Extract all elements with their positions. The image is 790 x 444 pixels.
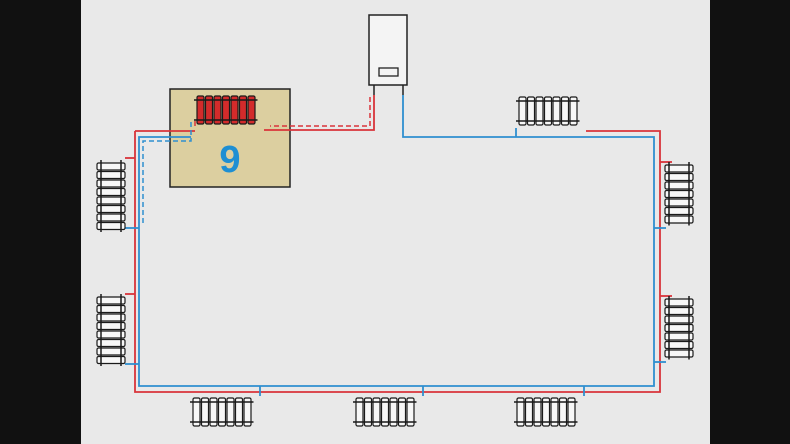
supply-flow-dashes bbox=[194, 97, 371, 127]
radiator-right-bottom bbox=[664, 296, 694, 360]
radiator-bottom-right bbox=[514, 397, 578, 427]
radiator-left-bottom bbox=[96, 294, 126, 366]
boiler-icon bbox=[368, 14, 408, 95]
return-pipe bbox=[125, 95, 666, 396]
radiator-bottom-middle bbox=[353, 397, 417, 427]
return-flow-dashes bbox=[142, 122, 192, 226]
room-number-label: 9 bbox=[219, 139, 240, 181]
radiator-bottom-left bbox=[190, 397, 254, 427]
radiator-room-9 bbox=[194, 95, 258, 125]
radiator-top bbox=[516, 96, 580, 126]
radiator-left-top bbox=[96, 160, 126, 232]
supply-pipe bbox=[125, 95, 672, 393]
radiator-right-top bbox=[664, 162, 694, 226]
